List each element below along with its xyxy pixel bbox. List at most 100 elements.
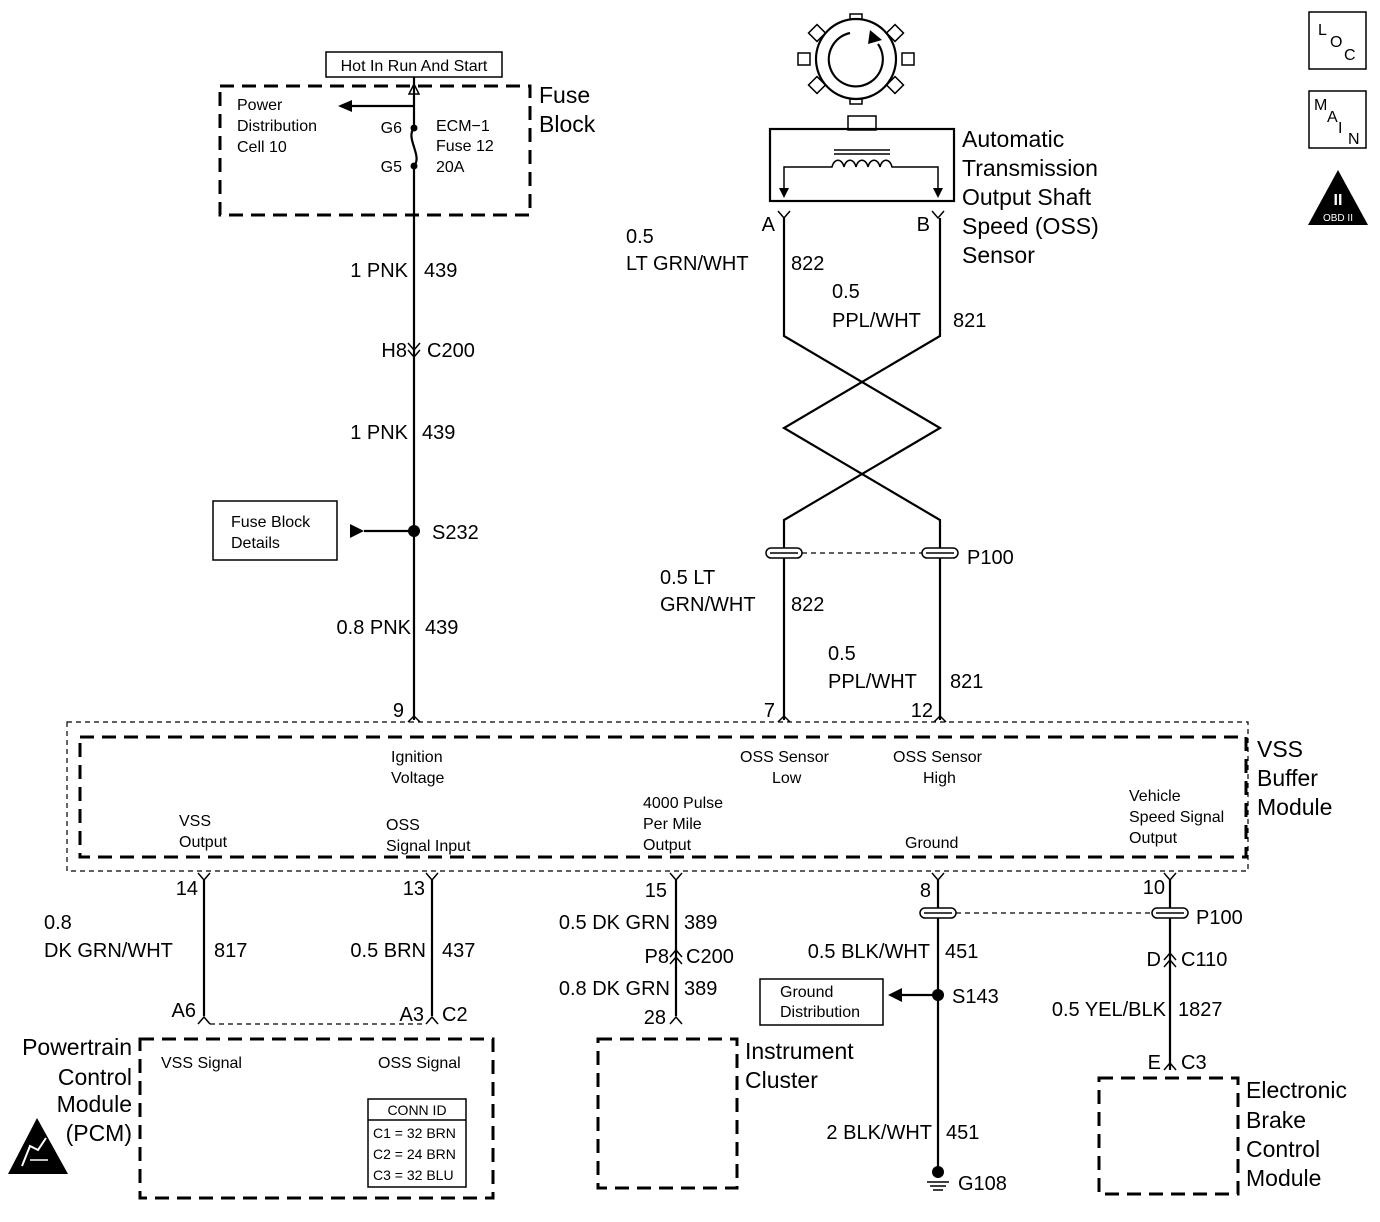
svg-text:Details: Details xyxy=(231,535,280,552)
loc-badge[interactable]: L O C xyxy=(1308,11,1367,70)
oss-sensor-title: Speed (OSS) xyxy=(962,213,1099,239)
svg-text:C1 = 32 BRN: C1 = 32 BRN xyxy=(373,1125,456,1141)
svg-text:20A: 20A xyxy=(436,159,465,176)
svg-text:P100: P100 xyxy=(1196,907,1243,929)
svg-text:S143: S143 xyxy=(952,986,999,1008)
pcm-title: Powertrain xyxy=(22,1034,132,1060)
svg-text:0.5: 0.5 xyxy=(832,281,860,303)
svg-text:9: 9 xyxy=(393,700,404,722)
svg-text:II: II xyxy=(1334,192,1343,209)
vss-buffer-title: Buffer xyxy=(1257,765,1318,791)
coil-icon xyxy=(783,159,939,192)
oss-sensor-title: Transmission xyxy=(962,155,1098,181)
conn-id-table: CONN ID C1 = 32 BRN C2 = 24 BRN C3 = 32 … xyxy=(367,1098,467,1188)
svg-text:O: O xyxy=(1330,34,1342,51)
svg-text:C3: C3 xyxy=(1181,1052,1207,1074)
svg-text:821: 821 xyxy=(950,671,983,693)
instrument-cluster-box xyxy=(596,1037,739,1190)
vss-buffer-title: VSS xyxy=(1257,736,1303,762)
svg-text:Fuse Block: Fuse Block xyxy=(231,514,311,531)
svg-text:LT GRN/WHT: LT GRN/WHT xyxy=(626,253,749,275)
svg-text:VSS Signal: VSS Signal xyxy=(161,1055,242,1072)
svg-text:0.5: 0.5 xyxy=(626,226,654,248)
svg-text:0.5: 0.5 xyxy=(828,643,856,665)
svg-text:Low: Low xyxy=(772,770,802,787)
svg-text:A: A xyxy=(1327,109,1338,126)
svg-text:1 PNK: 1 PNK xyxy=(350,260,408,282)
svg-text:0.5 LT: 0.5 LT xyxy=(660,567,715,589)
hot-in-run-start-label: Hot In Run And Start xyxy=(325,51,503,78)
svg-text:OSS Signal: OSS Signal xyxy=(378,1055,461,1072)
svg-text:VSS: VSS xyxy=(179,813,211,830)
svg-text:10: 10 xyxy=(1143,877,1165,899)
pcm-title: Module xyxy=(57,1091,132,1117)
svg-text:12: 12 xyxy=(911,700,933,722)
fuse-block-box xyxy=(218,84,532,217)
svg-text:PPL/WHT: PPL/WHT xyxy=(828,671,917,693)
svg-text:G6: G6 xyxy=(381,120,402,137)
power-distribution-label: Cell 10 xyxy=(237,139,287,156)
svg-text:C110: C110 xyxy=(1181,949,1227,971)
svg-text:OSS Sensor: OSS Sensor xyxy=(893,749,983,766)
fuse-block-title: Block xyxy=(539,111,596,137)
svg-text:A: A xyxy=(762,214,776,236)
svg-text:1 PNK: 1 PNK xyxy=(350,422,408,444)
svg-text:M: M xyxy=(1314,97,1327,114)
svg-text:C: C xyxy=(1344,47,1356,64)
svg-text:D: D xyxy=(1147,949,1161,971)
svg-text:P100: P100 xyxy=(967,547,1014,569)
fuse-icon xyxy=(410,127,418,167)
svg-text:Hot In Run And Start: Hot In Run And Start xyxy=(341,58,488,75)
obd-ii-icon: II OBD II xyxy=(1308,170,1368,225)
connector-p100-icon xyxy=(765,547,959,559)
svg-text:389: 389 xyxy=(684,912,717,934)
svg-text:S232: S232 xyxy=(432,522,479,544)
ebcm-box xyxy=(1097,1076,1240,1196)
svg-text:822: 822 xyxy=(791,594,824,616)
fuse-block-details-link[interactable]: Fuse Block Details xyxy=(212,500,338,561)
svg-text:Ignition: Ignition xyxy=(391,749,443,766)
oss-sensor-title: Automatic xyxy=(962,126,1064,152)
svg-text:389: 389 xyxy=(684,978,717,1000)
svg-text:0.5 BLK/WHT: 0.5 BLK/WHT xyxy=(808,941,930,963)
svg-text:Signal Input: Signal Input xyxy=(386,838,471,855)
svg-text:Fuse 12: Fuse 12 xyxy=(436,138,494,155)
vss-buffer-outer-box xyxy=(66,721,1249,872)
svg-text:C200: C200 xyxy=(427,340,475,362)
connector-c200-icon xyxy=(407,342,421,359)
svg-text:822: 822 xyxy=(791,253,824,275)
connector-c110-icon xyxy=(1163,951,1177,968)
arrow-left-icon xyxy=(888,988,902,1002)
svg-text:C2: C2 xyxy=(442,1004,468,1026)
svg-text:DK GRN/WHT: DK GRN/WHT xyxy=(44,940,173,962)
svg-text:0.8 PNK: 0.8 PNK xyxy=(337,617,412,639)
svg-text:15: 15 xyxy=(645,880,667,902)
svg-text:C3 = 32 BLU: C3 = 32 BLU xyxy=(373,1167,454,1183)
svg-text:G108: G108 xyxy=(958,1173,1007,1195)
arrow-left-icon xyxy=(350,524,364,538)
svg-text:OSS: OSS xyxy=(386,817,420,834)
svg-text:A3: A3 xyxy=(400,1004,424,1026)
power-distribution-label: Distribution xyxy=(237,118,317,135)
svg-text:N: N xyxy=(1348,131,1360,148)
ground-icon xyxy=(927,1166,949,1191)
svg-text:451: 451 xyxy=(945,941,978,963)
svg-text:Distribution: Distribution xyxy=(780,1004,860,1021)
ebcm-title: Module xyxy=(1246,1165,1321,1191)
main-badge[interactable]: M A I N xyxy=(1308,90,1367,149)
instrument-cluster-title: Cluster xyxy=(745,1067,818,1093)
vss-buffer-title: Module xyxy=(1257,794,1332,820)
svg-text:OSS Sensor: OSS Sensor xyxy=(740,749,830,766)
instrument-cluster-title: Instrument xyxy=(745,1038,854,1064)
svg-text:0.8 DK GRN: 0.8 DK GRN xyxy=(559,978,670,1000)
ground-distribution-link[interactable]: Ground Distribution xyxy=(759,978,884,1026)
fuse-block-title: Fuse xyxy=(539,82,590,108)
svg-text:L: L xyxy=(1318,22,1327,39)
svg-text:High: High xyxy=(923,770,956,787)
svg-text:0.5 BRN: 0.5 BRN xyxy=(350,940,426,962)
oss-sensor-body xyxy=(768,127,956,203)
svg-text:GRN/WHT: GRN/WHT xyxy=(660,594,756,616)
svg-text:437: 437 xyxy=(442,940,475,962)
svg-text:Per Mile: Per Mile xyxy=(643,816,702,833)
